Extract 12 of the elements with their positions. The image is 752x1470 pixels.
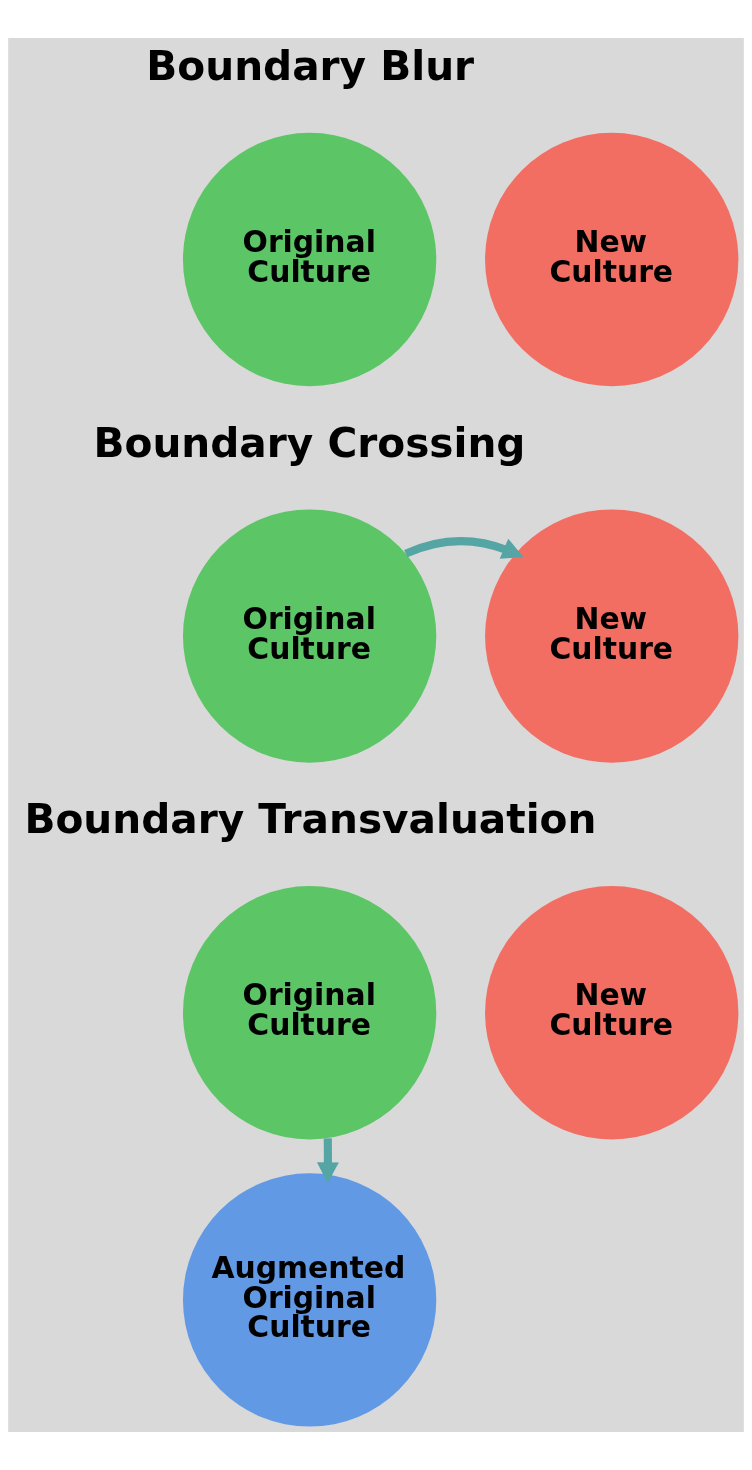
- node-circle: New Culture: [485, 132, 739, 387]
- node-circle: Original Culture: [182, 509, 437, 763]
- label: Boundary Crossing: [93, 418, 526, 467]
- node-circle: New Culture: [485, 886, 739, 1140]
- node-circle: Augmented Original Culture: [182, 1173, 437, 1427]
- arrow: [316, 1138, 339, 1184]
- node-circle: Original Culture: [182, 132, 437, 387]
- arrow: [404, 537, 524, 559]
- node-circle: New Culture: [485, 509, 739, 763]
- label: Boundary Transvaluation: [24, 795, 597, 844]
- node-circle: Original Culture: [182, 886, 437, 1140]
- label: Boundary Blur: [146, 42, 475, 90]
